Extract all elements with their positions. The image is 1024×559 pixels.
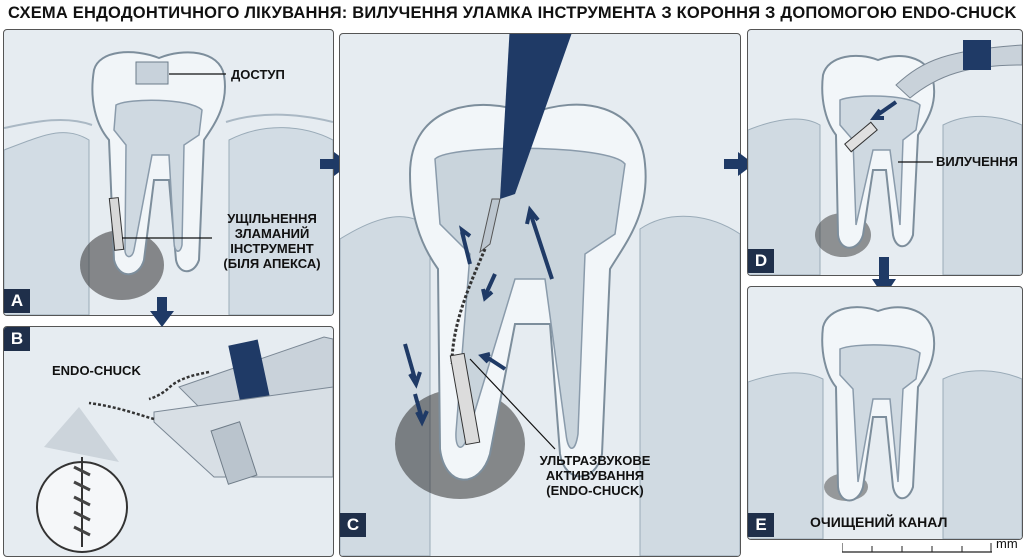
label-ultrasonic-1: УЛЬТРАЗВУКОВЕ [539,453,651,468]
scale-bar [842,543,992,553]
badge-e: E [748,513,774,537]
panel-e-illustration [748,306,1022,539]
badge-c: C [340,513,366,537]
panel-d-illustration [748,40,1022,275]
label-broken-3: (БІЛЯ АПЕКСА) [223,256,321,271]
diagram-title: СХЕМА ЕНДОДОНТИЧНОГО ЛІКУВАННЯ: ВИЛУЧЕНН… [8,4,1017,22]
badge-b: B [4,327,30,351]
label-extraction: ВИЛУЧЕННЯ [936,154,1018,169]
panel-b: ENDO-CHUCK B [3,326,334,557]
panel-c-illustration [340,34,740,556]
badge-d: D [748,249,774,273]
panel-a-illustration [4,51,333,315]
panel-b-illustration [36,336,333,553]
label-ultrasonic-3: (ENDO-CHUCK) [546,483,644,498]
label-ultrasonic-2: АКТИВУВАННЯ [545,468,645,483]
arrow-right-cd-icon [724,152,754,176]
label-seal: УЩІЛЬНЕННЯ [227,211,317,226]
arrow-down-ab-icon [150,297,174,327]
panel-d: ВИЛУЧЕННЯ D [747,29,1023,276]
panel-e: ОЧИЩЕНИЙ КАНАЛ E [747,286,1023,540]
tooth-e-icon [821,306,936,502]
panel-a: ДОСТУП УЩІЛЬНЕННЯ ЗЛАМАНИЙ ІНСТРУМЕНТ (Б… [3,29,334,316]
label-cleaned-canal: ОЧИЩЕНИЙ КАНАЛ [810,514,948,530]
label-broken-1: ЗЛАМАНИЙ [234,226,310,241]
label-access: ДОСТУП [231,67,285,82]
panel-c: УЛЬТРАЗВУКОВЕ АКТИВУВАННЯ (ENDO-CHUCK) C [339,33,741,557]
label-endo-chuck-tool: ENDO-CHUCK [52,363,141,378]
tooth-a-icon [91,51,226,276]
label-broken-2: ІНСТРУМЕНТ [230,241,314,256]
arrow-right-ac-icon [320,152,350,176]
scale-unit: mm [996,536,1018,551]
badge-a: A [4,289,30,313]
